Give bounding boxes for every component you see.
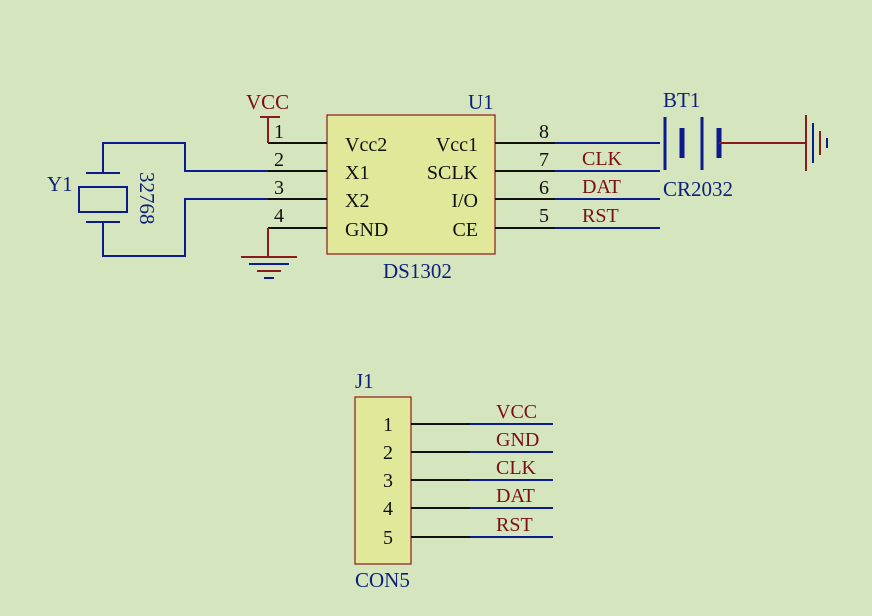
j1-part-label: CON5 <box>355 568 410 592</box>
u1-pin-4-number: 4 <box>274 205 284 227</box>
net-label-dat: DAT <box>582 176 621 198</box>
u1-pin-5-name: CE <box>452 219 478 241</box>
u1-pin-8-number: 8 <box>539 121 549 143</box>
wire-x1-crystal <box>102 142 268 173</box>
u1-body[interactable] <box>326 114 496 255</box>
j1-designator: J1 <box>355 369 374 393</box>
bt1-designator: BT1 <box>663 88 700 112</box>
vcc-power-port: VCC <box>246 90 289 143</box>
u1-pin-2-name: X1 <box>345 162 369 184</box>
u1-pin-1-number: 1 <box>274 121 284 143</box>
bt1-value: CR2032 <box>663 177 733 201</box>
u1-pin-7-name: SCLK <box>427 162 479 184</box>
u1-pin-1-name: Vcc2 <box>345 134 387 156</box>
j1-pin-3-number: 3 <box>383 470 393 492</box>
j1-net-label-vcc: VCC <box>496 401 537 423</box>
y1-value: 32768 <box>135 172 159 225</box>
y1-crystal-body[interactable] <box>78 186 128 213</box>
u1-pin-6-number: 6 <box>539 177 549 199</box>
y1-designator: Y1 <box>47 172 73 196</box>
j1-pin-1-number: 1 <box>383 414 393 436</box>
u1-pin-3-number: 3 <box>274 177 284 199</box>
u1-designator: U1 <box>468 90 494 114</box>
u1-pin-7-number: 7 <box>539 149 549 171</box>
j1-pin-2-number: 2 <box>383 442 393 464</box>
u1-pin-2-number: 2 <box>274 149 284 171</box>
wire-x2-crystal <box>102 198 268 257</box>
y1-crystal[interactable]: Y1 32768 <box>47 142 268 257</box>
j1-pin-5-number: 5 <box>383 527 393 549</box>
vcc-port-label: VCC <box>246 90 289 114</box>
u1-pin-6-name: I/O <box>451 190 478 212</box>
j1-net-label-dat: DAT <box>496 485 535 507</box>
j1-body[interactable] <box>354 396 412 565</box>
ground-symbol-battery <box>805 115 828 171</box>
j1-net-label-rst: RST <box>496 514 533 536</box>
ground-symbol-u1 <box>241 228 297 279</box>
u1-part-label: DS1302 <box>383 259 452 283</box>
net-label-rst: RST <box>582 205 619 227</box>
u1-component[interactable]: U1 DS1302 1 2 3 4 Vcc2 X1 X2 GND 8 7 6 5… <box>268 90 555 283</box>
u1-pin-3-name: X2 <box>345 190 369 212</box>
net-label-clk: CLK <box>582 148 623 170</box>
j1-pin-4-number: 4 <box>383 498 393 520</box>
u1-pin-8-name: Vcc1 <box>436 134 478 156</box>
j1-net-label-clk: CLK <box>496 457 537 479</box>
j1-net-label-gnd: GND <box>496 429 539 451</box>
u1-pin-4-name: GND <box>345 219 388 241</box>
u1-pin-5-number: 5 <box>539 205 549 227</box>
j1-connector[interactable]: J1 CON5 1 2 3 4 5 <box>354 369 470 592</box>
bt1-battery[interactable]: BT1 CR2032 <box>663 88 733 201</box>
